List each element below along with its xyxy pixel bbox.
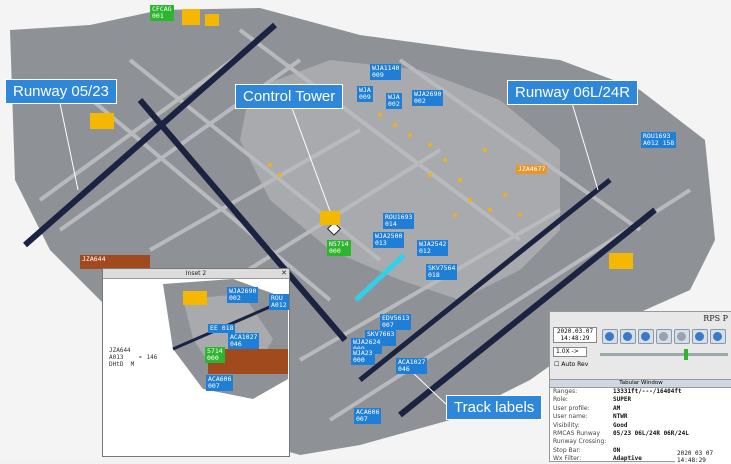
pause-button[interactable] bbox=[638, 329, 654, 344]
tabular-value: AM bbox=[613, 404, 621, 412]
fast-forward-icon bbox=[695, 332, 704, 341]
tabular-value: Adaptive bbox=[613, 455, 642, 463]
runway-05-23-callout: Runway 05/23 bbox=[5, 79, 117, 104]
tabular-key: Runway Crossing: bbox=[553, 438, 607, 446]
pause-icon bbox=[641, 332, 650, 341]
inset-titlebar[interactable]: Inset 2 ✕ bbox=[103, 269, 289, 279]
inset-track[interactable]: ACA1027 046 bbox=[228, 333, 260, 349]
tabular-key: RMCAS Runway bbox=[553, 429, 600, 437]
system-clock: 2020 03 07 14:48:29 bbox=[675, 450, 731, 464]
runway-06r-24l bbox=[137, 98, 348, 342]
callout-lines bbox=[59, 102, 599, 407]
track-label[interactable]: SKV7564 018 bbox=[426, 264, 458, 280]
playback-slider[interactable] bbox=[600, 349, 728, 360]
inset-track[interactable]: ACA606 007 bbox=[206, 375, 234, 391]
tabular-value: NTWR bbox=[613, 413, 628, 421]
track-label[interactable]: WJA1140 009 bbox=[370, 64, 402, 80]
tabular-key: Visibility: bbox=[553, 421, 580, 429]
runway-05-23 bbox=[23, 22, 277, 248]
apron-area bbox=[240, 60, 560, 300]
track-label[interactable]: EDV5613 007 bbox=[380, 314, 412, 330]
track-label-yellow[interactable] bbox=[205, 14, 219, 26]
track-label-yellow[interactable] bbox=[609, 253, 633, 269]
tabular-value: Good bbox=[613, 421, 628, 429]
inset-jza-label[interactable]: JZA644 A013 ⚬ 146 DHtD M bbox=[109, 347, 158, 368]
tabular-row: Stop Bar: ON bbox=[550, 447, 731, 455]
track-label[interactable]: WJA 009 bbox=[357, 86, 373, 102]
step-forward-icon bbox=[677, 332, 686, 341]
track-label-yellow[interactable] bbox=[182, 9, 200, 25]
tabular-window[interactable]: Tabular Window Ranges: 13331ft/---/16404f… bbox=[549, 379, 731, 462]
runway-parallel bbox=[358, 178, 612, 382]
step-back-icon bbox=[623, 332, 632, 341]
track-label[interactable]: ACA606 007 bbox=[354, 408, 382, 424]
tabular-row: User profile: AM bbox=[550, 405, 731, 413]
track-label[interactable]: N5714 000 bbox=[327, 240, 351, 256]
rewind-button[interactable] bbox=[602, 329, 618, 344]
tabular-value: SUPER bbox=[613, 396, 632, 404]
tabular-key: Wx Filter: bbox=[553, 455, 582, 463]
tabular-key: User profile: bbox=[553, 404, 590, 412]
tabular-row: Runway Crossing: bbox=[550, 438, 731, 446]
track-labels-callout: Track labels bbox=[446, 395, 543, 420]
tabular-key: Role: bbox=[553, 396, 568, 404]
tabular-title: Tabular Window bbox=[550, 380, 731, 388]
inset-map[interactable] bbox=[103, 279, 289, 457]
track-label[interactable]: JZA4677 bbox=[516, 165, 548, 174]
slider-thumb[interactable] bbox=[684, 349, 688, 360]
inset-track[interactable]: ROU A012 bbox=[269, 294, 289, 310]
auto-rev-checkbox[interactable]: ☐ Auto Rev bbox=[554, 361, 589, 368]
rps-title: RPS P bbox=[703, 314, 728, 323]
track-label[interactable]: WJA2690 002 bbox=[412, 90, 444, 106]
tabular-row: User name: NTWR bbox=[550, 413, 731, 421]
tabular-row: Visibility: Good bbox=[550, 422, 731, 430]
runway-06l-24r bbox=[398, 207, 657, 418]
rewind-icon bbox=[605, 332, 614, 341]
auto-rev-label: Auto Rev bbox=[561, 361, 589, 368]
inset-title: Inset 2 bbox=[185, 270, 207, 277]
inset-track[interactable]: WJA2690 002 bbox=[227, 287, 259, 303]
close-icon[interactable]: ✕ bbox=[281, 269, 287, 277]
control-tower-marker bbox=[326, 221, 342, 236]
inset-track[interactable]: 5714 000 bbox=[205, 347, 225, 363]
fast-forward-button[interactable] bbox=[692, 329, 708, 344]
tabular-key: User name: bbox=[553, 413, 588, 421]
track-label-yellow[interactable] bbox=[90, 113, 114, 129]
play-icon bbox=[659, 332, 668, 341]
runway-06l-24r-callout: Runway 06L/24R bbox=[507, 80, 639, 105]
play-button[interactable] bbox=[656, 329, 672, 344]
track-label[interactable]: WJA2500 013 bbox=[373, 232, 405, 248]
track-label[interactable]: WJA 002 bbox=[386, 93, 402, 109]
control-tower-callout: Control Tower bbox=[235, 84, 344, 109]
skip-end-button[interactable] bbox=[710, 329, 726, 344]
rps-timestamp: 2020.03.07 14:48:29 bbox=[553, 327, 597, 343]
inset-track[interactable] bbox=[183, 291, 207, 305]
tabular-value: 13331ft/---/16404ft bbox=[613, 388, 682, 395]
tabular-row: Wx Filter: Adaptive bbox=[550, 455, 731, 463]
playback-speed-select[interactable]: 1.0X -> bbox=[553, 347, 587, 357]
track-label[interactable]: WJA23 000 bbox=[351, 349, 375, 365]
skip-end-icon bbox=[713, 332, 722, 341]
track-label[interactable]: ROU1693 A012 158 bbox=[641, 132, 677, 148]
tabular-value: ON bbox=[613, 446, 621, 454]
inset-track[interactable]: EE 018 bbox=[208, 324, 236, 333]
tabular-row: Role: SUPER bbox=[550, 396, 731, 404]
step-forward-button[interactable] bbox=[674, 329, 690, 344]
tabular-value: 05/23 06L/24R 06R/24L bbox=[613, 429, 689, 437]
tabular-row: RMCAS Runway 05/23 06L/24R 06R/24L bbox=[550, 430, 731, 438]
track-label[interactable]: JZA644 bbox=[80, 255, 150, 269]
track-label-yellow[interactable] bbox=[320, 211, 340, 225]
inset-window[interactable]: Inset 2 ✕ JZA644 A013 ⚬ 146 DHtD M ROU A… bbox=[102, 268, 290, 457]
track-label[interactable]: ACA1027 046 bbox=[396, 358, 428, 374]
tabular-row: Ranges: 13331ft/---/16404ft bbox=[550, 388, 731, 396]
step-back-button[interactable] bbox=[620, 329, 636, 344]
rps-player-panel[interactable]: RPS P 2020.03.07 14:48:29 1.0X -> ☐ Auto… bbox=[549, 311, 731, 381]
track-label[interactable]: CFCAG 001 bbox=[150, 5, 174, 21]
track-label[interactable]: ROU1693 014 bbox=[383, 213, 415, 229]
tabular-key: Ranges: bbox=[553, 388, 578, 395]
track-label[interactable]: WJA2542 012 bbox=[417, 240, 449, 256]
tabular-key: Stop Bar: bbox=[553, 446, 581, 454]
highlighted-taxi-route bbox=[354, 253, 406, 302]
